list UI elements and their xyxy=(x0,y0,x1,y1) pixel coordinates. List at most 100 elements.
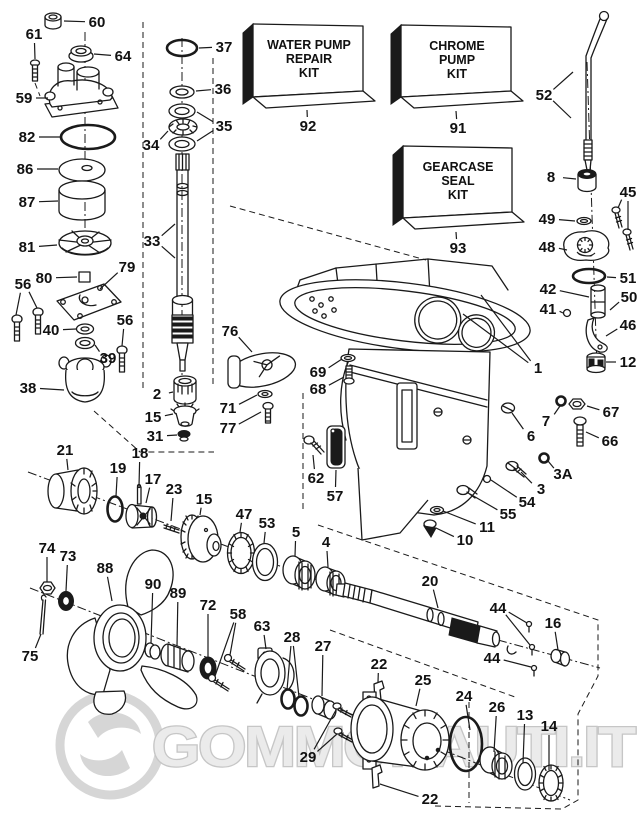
leader-line-15a xyxy=(164,413,174,417)
kit-box-line: KIT xyxy=(447,67,468,81)
part-clip-44 xyxy=(506,645,517,655)
callout-80: 80 xyxy=(36,270,53,287)
callout-7: 7 xyxy=(542,413,550,430)
callout-11: 11 xyxy=(479,519,495,536)
part-intake-bracket xyxy=(227,355,241,389)
leader-line-91 xyxy=(455,110,458,120)
water-pump-assembly xyxy=(29,12,119,256)
leader-line-28 xyxy=(292,645,300,698)
leader-line-69 xyxy=(328,358,343,369)
part-plug-6 xyxy=(500,402,516,414)
part-thrust-hub-89 xyxy=(160,643,195,673)
callout-44b: 44 xyxy=(484,650,501,667)
callout-10: 10 xyxy=(457,532,474,549)
callout-93: 93 xyxy=(450,240,467,257)
callout-40: 40 xyxy=(43,322,60,339)
part-clutch-dog-17 xyxy=(125,503,158,529)
part-retainer-plate-79 xyxy=(56,271,122,321)
leader-line-58 xyxy=(229,622,237,656)
part-screw-61 xyxy=(29,59,41,97)
callout-27: 27 xyxy=(315,638,332,655)
part-washer-35-upper xyxy=(168,103,196,119)
part-oring-19 xyxy=(106,495,124,523)
part-grommet-64 xyxy=(68,45,94,63)
housing-fasteners xyxy=(422,395,587,538)
part-bearing-housing-38 xyxy=(58,354,112,403)
callout-59: 59 xyxy=(16,90,33,107)
callout-15b: 15 xyxy=(196,491,213,508)
leader-line-23 xyxy=(170,497,174,522)
leader-line-41 xyxy=(559,310,564,314)
callout-63: 63 xyxy=(254,618,271,635)
callout-66: 66 xyxy=(602,433,619,450)
kit-box-line: WATER PUMP xyxy=(267,38,351,52)
callout-74: 74 xyxy=(39,540,56,557)
kit-box-gearcase-seal: GEARCASE SEAL KIT xyxy=(392,144,525,230)
leader-line-48 xyxy=(558,247,568,251)
callout-35: 35 xyxy=(216,118,233,135)
leader-line-56a xyxy=(28,291,38,309)
callout-42: 42 xyxy=(540,281,557,298)
leader-line-15b xyxy=(199,507,202,516)
callout-91: 91 xyxy=(450,120,467,137)
part-forward-gear-15 xyxy=(180,514,222,563)
kit-box-line: KIT xyxy=(448,188,469,202)
leader-line-25 xyxy=(415,688,421,707)
part-oring-37 xyxy=(165,38,199,58)
leader-line-26 xyxy=(493,715,497,753)
callout-26: 26 xyxy=(489,699,506,716)
shift-rod-assembly xyxy=(562,10,634,374)
part-impeller-81 xyxy=(58,230,112,256)
leader-line-29 xyxy=(313,709,337,750)
part-connector-12 xyxy=(586,352,606,374)
part-washer-11 xyxy=(429,505,445,515)
callout-53: 53 xyxy=(259,515,276,532)
callout-6: 6 xyxy=(527,428,535,445)
leader-line-66 xyxy=(585,431,600,439)
part-plate-86 xyxy=(58,158,106,182)
callout-17: 17 xyxy=(145,471,162,488)
callout-58: 58 xyxy=(230,606,247,623)
leader-line-63 xyxy=(263,634,267,650)
callout-76: 76 xyxy=(222,323,239,340)
callout-2: 2 xyxy=(153,386,161,403)
part-bolts-58 xyxy=(207,653,246,692)
leader-line-31 xyxy=(166,434,178,437)
leader-line-19 xyxy=(115,476,118,497)
callout-73: 73 xyxy=(60,548,77,565)
part-screws-56 xyxy=(11,307,128,373)
callout-82: 82 xyxy=(19,129,36,146)
callout-60: 60 xyxy=(89,14,106,31)
callout-1: 1 xyxy=(534,360,542,377)
callout-72: 72 xyxy=(200,597,217,614)
part-pin-41 xyxy=(562,308,572,318)
callout-68: 68 xyxy=(310,381,327,398)
part-shift-rod-52 xyxy=(583,10,610,171)
callout-23: 23 xyxy=(166,481,183,498)
callout-13: 13 xyxy=(517,707,534,724)
callout-55: 55 xyxy=(500,506,517,523)
callout-12: 12 xyxy=(620,354,637,371)
leader-line-68 xyxy=(328,376,345,386)
part-washer-69 xyxy=(340,353,356,363)
leader-line-80 xyxy=(55,276,78,279)
bearing-carrier-upper-assembly xyxy=(11,271,128,403)
kit-box-line: KIT xyxy=(299,66,320,80)
leader-line-6 xyxy=(511,412,524,430)
callout-20: 20 xyxy=(422,573,439,590)
callout-38: 38 xyxy=(20,380,37,397)
leader-line-1 xyxy=(462,313,529,364)
part-shift-link-46 xyxy=(585,317,608,353)
leader-line-18 xyxy=(138,461,141,487)
part-spacer-90 xyxy=(144,642,161,660)
leader-line-54 xyxy=(490,479,518,498)
part-cotter-pin-75 xyxy=(39,594,47,635)
callout-54: 54 xyxy=(519,494,536,511)
part-screws-45 xyxy=(611,206,634,251)
leader-line-53 xyxy=(263,531,266,544)
kit-box-line: PUMP xyxy=(439,53,475,67)
leader-line-17 xyxy=(145,487,151,504)
leader-line-7 xyxy=(553,405,561,415)
part-pinion-gear-15 xyxy=(170,402,200,427)
leader-line-75 xyxy=(34,633,42,649)
